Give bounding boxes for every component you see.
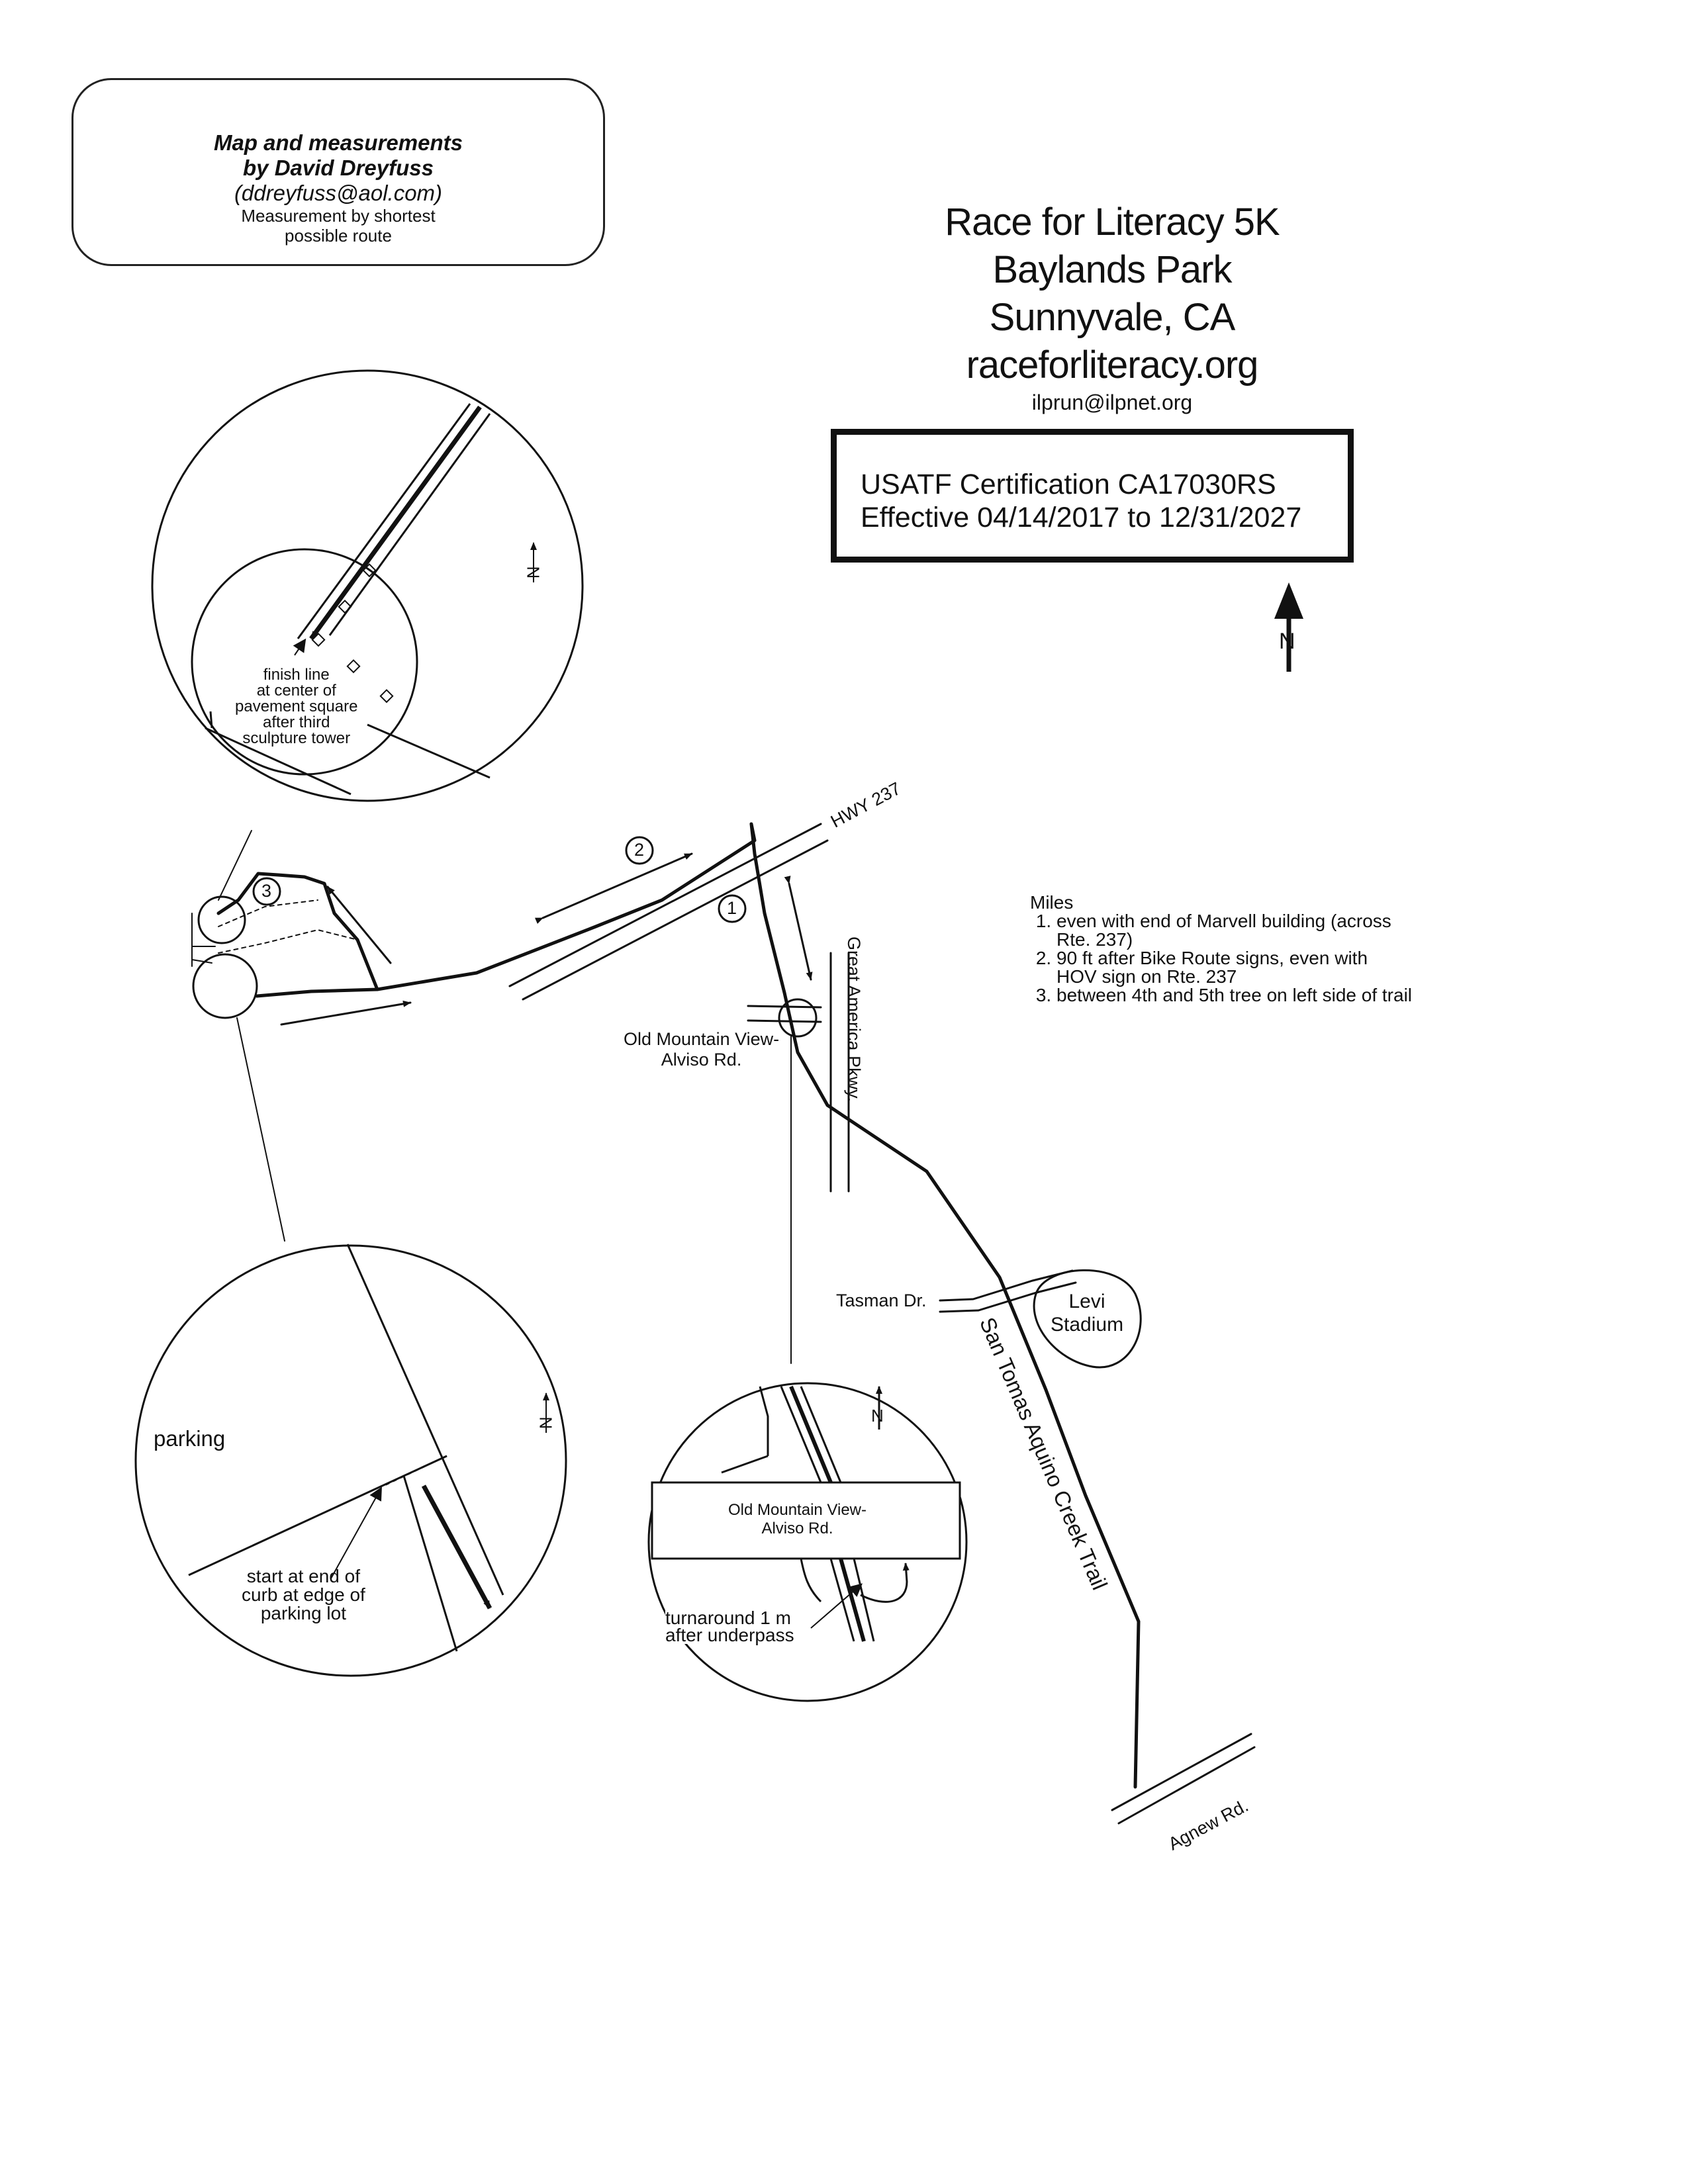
legend-item-2: 90 ft after Bike Route signs, even with … <box>1056 949 1374 986</box>
tasman-road <box>939 1269 1074 1302</box>
contact-email: ilprun@ilpnet.org <box>1031 390 1193 414</box>
legend-item-3: between 4th and 5th tree on left side of… <box>1056 986 1414 1005</box>
start-inset <box>134 1244 567 1677</box>
turnaround-note-line: turnaround 1 m <box>665 1608 791 1628</box>
inset-connector <box>236 1017 285 1242</box>
old-mtn-view-label-line-1: Old Mountain View- <box>624 1029 780 1049</box>
certification-box: USATF Certification CA17030RS Effective … <box>831 429 1354 563</box>
certification-line-1: USATF Certification CA17030RS <box>861 469 1276 500</box>
levi-stadium-label: Levi Stadium <box>1051 1291 1123 1336</box>
mile-marker-2-label: 2 <box>634 840 645 860</box>
inset-road-label-line-1: Old Mountain View- <box>728 1501 867 1519</box>
north-label: N <box>1279 629 1295 654</box>
levi-stadium-label-line-1: Levi <box>1068 1291 1105 1312</box>
credit-line-1: Map and measurements <box>214 130 463 155</box>
turnaround-inset <box>647 1382 968 1702</box>
course-route <box>255 822 1141 1789</box>
tasman-label: Tasman Dr. <box>836 1291 927 1310</box>
credit-note-2: possible route <box>285 226 392 246</box>
turnaround-note: turnaround 1 m after underpass <box>665 1608 794 1645</box>
start-area-circle <box>192 953 258 1019</box>
mile-marker-1-circle <box>718 894 747 923</box>
start-note-line: parking lot <box>260 1603 346 1623</box>
mile-marker-3-label: 3 <box>261 881 272 901</box>
dotted-path <box>218 899 318 927</box>
finish-note-line: at center of <box>256 682 336 700</box>
course-loop <box>216 872 379 991</box>
direction-arrow <box>280 1000 412 1026</box>
dotted-path <box>218 929 358 954</box>
city-title: Sunnyvale, CA <box>989 296 1236 339</box>
direction-arrow <box>784 876 813 981</box>
credit-line-2: by David Dreyfuss <box>243 156 434 180</box>
levi-stadium-label-line-2: Stadium <box>1051 1313 1124 1336</box>
main-map <box>191 822 1256 1825</box>
park-title: Baylands Park <box>992 248 1233 291</box>
credit-note-1: Measurement by shortest <box>241 206 436 226</box>
north-arrow <box>1274 582 1303 672</box>
parking-label: parking <box>154 1426 226 1451</box>
start-note-line: curb at edge of <box>242 1584 365 1605</box>
north-label-finish-inset: N <box>523 566 543 579</box>
finish-note-line: finish line <box>263 666 330 684</box>
old-mtn-view-road <box>747 1005 822 1009</box>
finish-note-line: sculpture tower <box>242 729 351 747</box>
old-mtn-view-road-edge <box>747 1019 822 1023</box>
finish-note-line: after third <box>263 713 330 731</box>
agnew-road <box>1111 1733 1252 1811</box>
race-title: Race for Literacy 5K <box>945 201 1280 244</box>
finish-inset <box>151 369 584 802</box>
mile-marker-2-circle <box>625 836 654 865</box>
title-block: Race for Literacy 5K Baylands Park Sunny… <box>847 199 1377 416</box>
inset-connector <box>218 830 252 901</box>
mile-marker-1-label: 1 <box>727 898 737 918</box>
parking-lot-edge <box>191 959 212 964</box>
finish-note-line: pavement square <box>235 698 358 715</box>
credit-box: Map and measurements by David Dreyfuss (… <box>71 78 605 266</box>
legend-item-1: even with end of Marvell building (acros… <box>1056 912 1414 949</box>
levi-stadium-outline <box>1033 1269 1142 1369</box>
finish-line-note: finish line at center of pavement square… <box>235 667 357 747</box>
mile-marker-3-circle <box>252 877 281 906</box>
tasman-road-edge <box>939 1281 1077 1313</box>
old-mtn-view-label-line-2: Alviso Rd. <box>661 1050 742 1070</box>
direction-arrow <box>326 886 392 964</box>
inset-road-label: Old Mountain View- Alviso Rd. <box>728 1501 867 1537</box>
certification-line-2: Effective 04/14/2017 to 12/31/2027 <box>861 502 1302 533</box>
turnaround-note-line: after underpass <box>665 1625 794 1645</box>
finish-area-circle <box>197 895 246 944</box>
great-america-label: Great America Pkwy. <box>844 936 864 1103</box>
credit-email: (ddreyfuss@aol.com) <box>234 181 443 205</box>
turnaround-circle <box>778 998 818 1038</box>
north-label-start-inset: N <box>536 1416 556 1430</box>
north-label-turnaround-inset: N <box>871 1406 884 1426</box>
website-title: raceforliteracy.org <box>966 343 1259 387</box>
old-mtn-view-label: Old Mountain View- Alviso Rd. <box>624 1029 779 1070</box>
legend-heading: Miles <box>1030 892 1074 913</box>
start-note-line: start at end of <box>246 1566 361 1586</box>
hwy-237-road <box>508 823 822 987</box>
agnew-road-edge <box>1117 1746 1256 1825</box>
inset-road-label-line-2: Alviso Rd. <box>761 1519 833 1537</box>
mile-legend: Miles even with end of Marvell building … <box>1030 893 1414 1005</box>
direction-arrow <box>534 852 693 924</box>
start-line-note: start at end of curb at edge of parking … <box>242 1567 365 1623</box>
